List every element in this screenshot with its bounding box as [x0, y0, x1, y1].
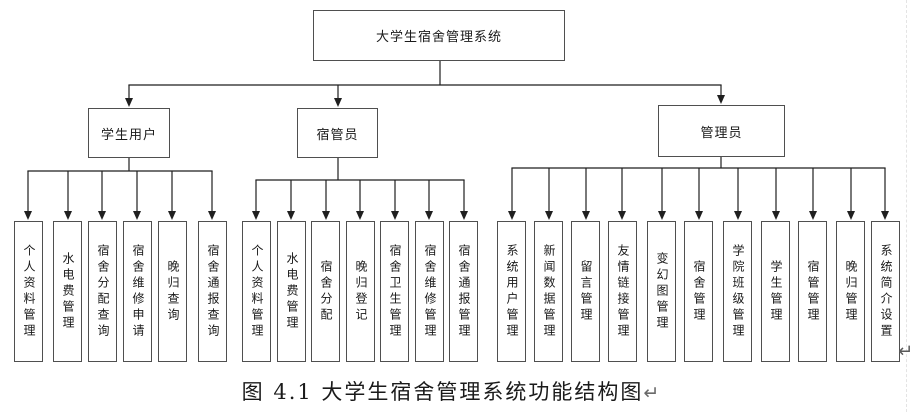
connector-root-level: [125, 61, 725, 107]
leaf-label: 宿舍管理: [692, 259, 706, 324]
figure-caption: 图 4.1 大学生宿舍管理系统功能结构图↵: [0, 376, 903, 406]
leaf-node: 个人资料管理: [242, 221, 271, 362]
leaf-node: 宿舍通报管理: [449, 221, 478, 362]
leaf-node: 宿舍维修管理: [415, 221, 444, 362]
leaf-node: 留言管理: [571, 221, 600, 362]
text-boundary-line: [906, 0, 907, 412]
connector-student-group: [24, 158, 216, 220]
leaf-node: 学院班级管理: [723, 221, 752, 362]
leaf-label: 系统简介设置: [879, 243, 893, 340]
leaf-label: 友情链接管理: [616, 243, 630, 340]
leaf-node: 新闻数据管理: [534, 221, 563, 362]
branch-node-dorm-manager: 宿管员: [297, 108, 378, 158]
leaf-label: 宿舍分配查询: [96, 243, 110, 340]
root-node: 大学生宿舍管理系统: [313, 10, 565, 61]
leaf-node: 变幻图管理: [647, 221, 676, 362]
leaf-label: 水电费管理: [61, 251, 75, 332]
leaf-node: 宿管管理: [798, 221, 827, 362]
branch-node-label: 管理员: [700, 124, 743, 140]
line-break-mark: ↵: [898, 341, 914, 362]
leaf-node: 宿舍通报查询: [198, 221, 227, 362]
leaf-label: 晚归登记: [354, 259, 368, 324]
leaf-node: 宿舍卫生管理: [380, 221, 409, 362]
leaf-node: 水电费管理: [277, 221, 306, 362]
connector-admin-group: [508, 157, 889, 220]
leaf-label: 晚归查询: [166, 259, 180, 324]
leaf-label: 宿舍维修管理: [423, 243, 437, 340]
branch-node-label: 学生用户: [100, 126, 157, 142]
leaf-label: 学院班级管理: [731, 243, 745, 340]
leaf-node: 水电费管理: [53, 221, 82, 362]
branch-node-student: 学生用户: [88, 108, 170, 158]
leaf-node: 晚归查询: [158, 221, 187, 362]
leaf-node: 晚归管理: [836, 221, 865, 362]
leaf-node: 宿舍管理: [684, 221, 713, 362]
leaf-node: 宿舍维修申请: [123, 221, 152, 362]
leaf-label: 系统用户管理: [505, 243, 519, 340]
leaf-label: 宿管管理: [806, 259, 820, 324]
root-node-label: 大学生宿舍管理系统: [375, 29, 502, 44]
leaf-label: 个人资料管理: [250, 243, 264, 340]
leaf-label: 宿舍卫生管理: [388, 243, 402, 340]
leaf-node: 晚归登记: [346, 221, 375, 362]
leaf-label: 宿舍通报管理: [457, 243, 471, 340]
leaf-node: 宿舍分配查询: [88, 221, 117, 362]
caption-line-break-mark: ↵: [643, 382, 662, 404]
leaf-label: 学生管理: [769, 259, 783, 324]
leaf-node: 个人资料管理: [14, 221, 43, 362]
leaf-node: 友情链接管理: [608, 221, 637, 362]
branch-node-label: 宿管员: [316, 126, 359, 142]
leaf-label: 水电费管理: [285, 251, 299, 332]
leaf-label: 晚归管理: [844, 259, 858, 324]
leaf-node: 学生管理: [761, 221, 790, 362]
branch-node-admin: 管理员: [658, 105, 785, 157]
leaf-label: 新闻数据管理: [542, 243, 556, 340]
leaf-node: 系统简介设置: [871, 221, 900, 362]
figure-caption-text: 图 4.1 大学生宿舍管理系统功能结构图: [241, 380, 644, 404]
leaf-label: 留言管理: [579, 259, 593, 324]
leaf-label: 宿舍分配: [319, 259, 333, 324]
leaf-label: 宿舍通报查询: [206, 243, 220, 340]
leaf-label: 变幻图管理: [655, 251, 669, 332]
leaf-label: 宿舍维修申请: [131, 243, 145, 340]
leaf-node: 宿舍分配: [311, 221, 340, 362]
connector-dorm-manager-group: [252, 158, 468, 220]
leaf-label: 个人资料管理: [22, 243, 36, 340]
leaf-node: 系统用户管理: [497, 221, 526, 362]
